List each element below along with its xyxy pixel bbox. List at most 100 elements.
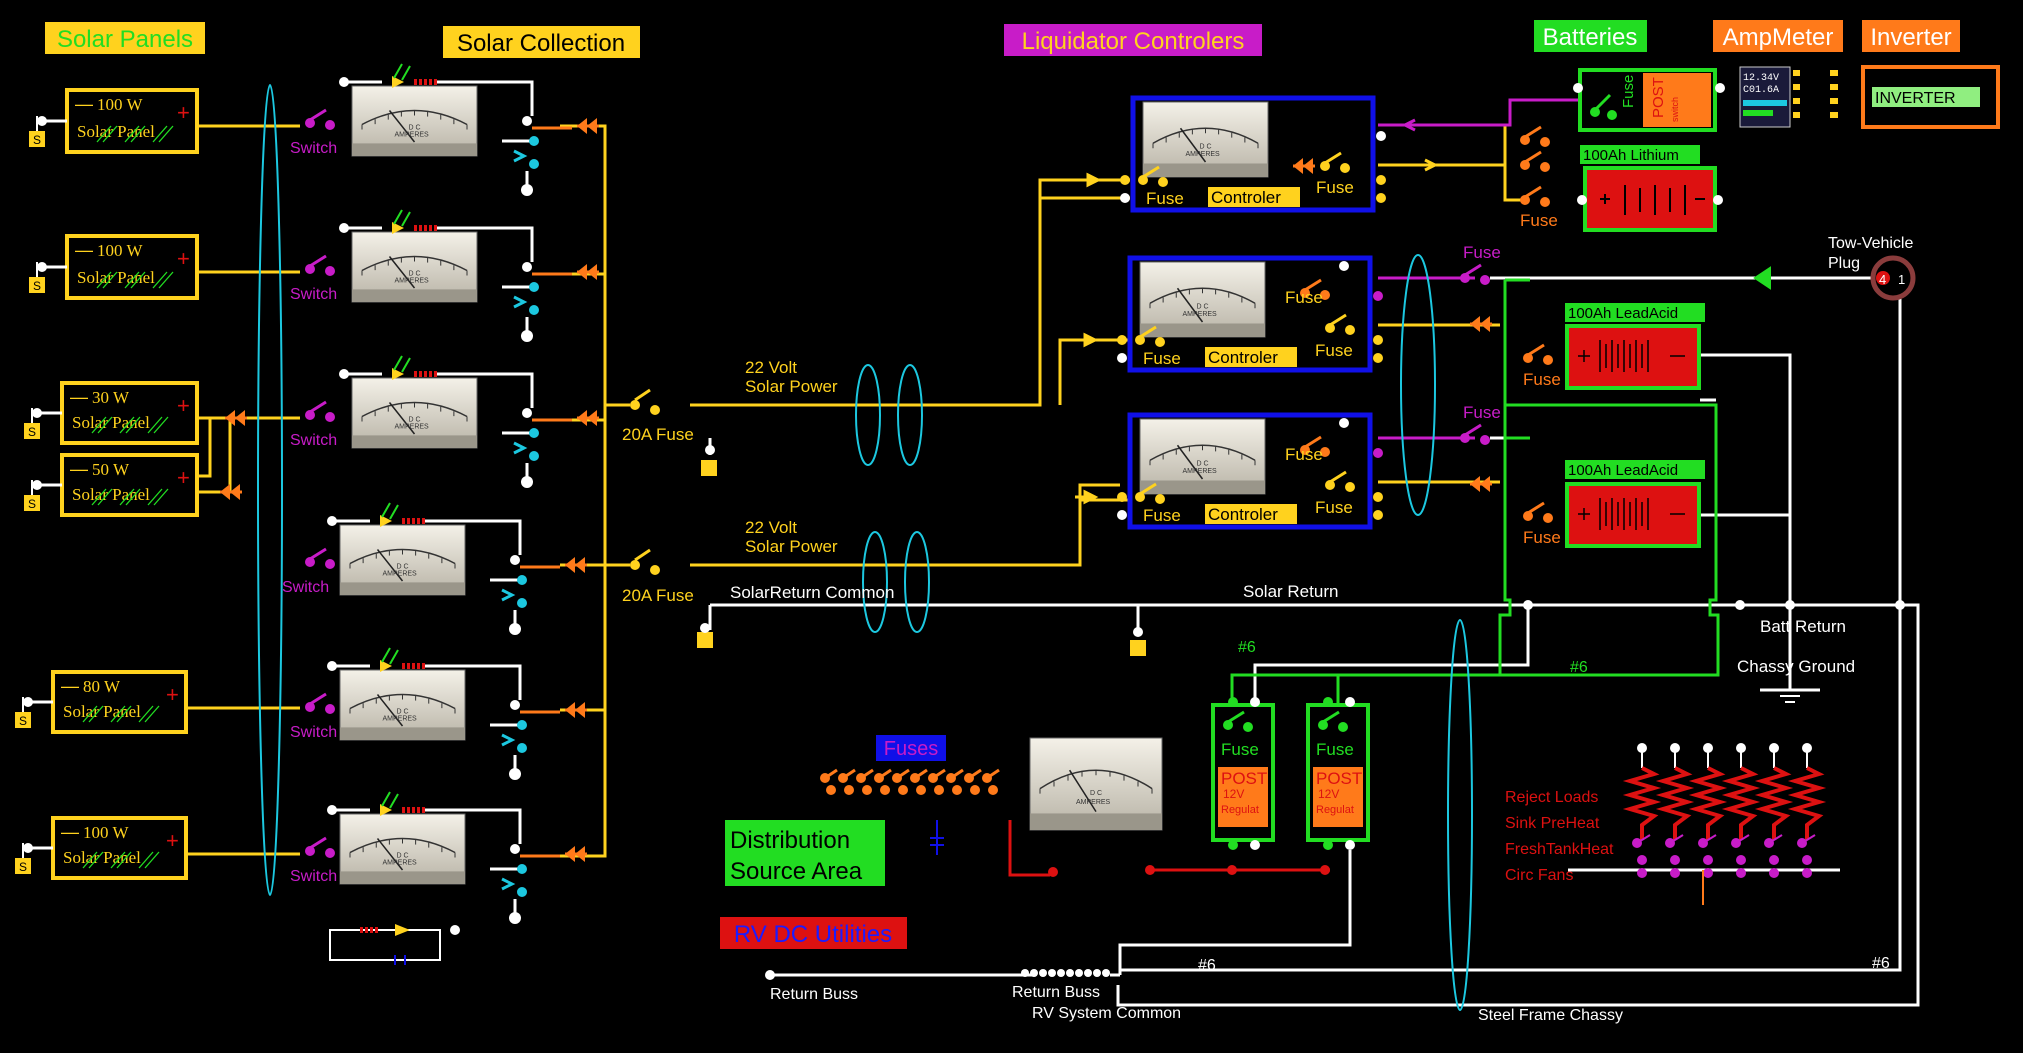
panel-ground-s: S xyxy=(33,133,41,147)
controller-fuse-in: Fuse xyxy=(1146,189,1184,208)
controller-label: Controler xyxy=(1208,348,1278,367)
meter-dc-text: D C xyxy=(1200,144,1212,151)
dist-node-1 xyxy=(1048,867,1058,877)
section-titles: Solar Panels Solar Collection Liquidator… xyxy=(45,20,1960,949)
panel-ground-s: S xyxy=(19,860,27,874)
controller-out-switch xyxy=(1325,470,1355,492)
meter-dc-text: D C xyxy=(409,416,421,423)
distribution-title-1: Distribution xyxy=(730,827,850,854)
lithium-fuse-2 xyxy=(1520,150,1550,172)
meter-amperes-text: AMPERES xyxy=(383,859,418,866)
load-resistor-6 xyxy=(1787,743,1827,878)
panel-plus: + xyxy=(166,828,179,853)
capacitor-symbol xyxy=(930,820,944,855)
panel-name: Solar Panel xyxy=(72,413,150,432)
controller-diode xyxy=(1293,158,1315,174)
regulator-fuse: Fuse xyxy=(1221,740,1259,759)
meter-amperes-text: AMPERES xyxy=(383,715,418,722)
meter-amperes-text: AMPERES xyxy=(395,277,430,284)
collection-bypass xyxy=(329,924,460,965)
lithium-label: 100Ah Lithium xyxy=(1583,147,1679,164)
distribution-fuse-1 xyxy=(820,768,838,795)
solar-return-label: Solar Return xyxy=(1243,582,1338,601)
panel-watts: 50 W xyxy=(92,460,130,479)
feed-switch xyxy=(1460,263,1490,285)
panel-minus: — xyxy=(75,94,93,114)
bus-dot-9 xyxy=(1093,969,1101,977)
lithium-fuse-3: Fuse xyxy=(1520,185,1558,230)
meter-dc-text: D C xyxy=(1090,790,1102,797)
battery-feed-ellipse xyxy=(1400,254,1436,516)
feed-switch xyxy=(1460,423,1490,445)
bottom-busses: Return Buss Return Buss RV System Common… xyxy=(765,969,1623,1024)
panel-ground-s: S xyxy=(33,279,41,293)
panel-name: Solar Panel xyxy=(63,848,141,867)
panel-fuse-30w xyxy=(225,410,247,426)
panel-name: Solar Panel xyxy=(63,702,141,721)
battery-fuse-label: Fuse xyxy=(1620,75,1637,108)
distribution-fuse-10 xyxy=(982,768,1000,795)
switch-label: Switch xyxy=(290,432,337,449)
regulator-volts: 12V xyxy=(1318,787,1339,801)
batteries-title: Batteries xyxy=(1543,24,1638,51)
controller-in-switch xyxy=(1138,165,1168,187)
leadacid-label-1: 100Ah LeadAcid xyxy=(1568,305,1678,322)
panel-watts: 100 W xyxy=(97,241,143,260)
rv-system-common: RV System Common xyxy=(1032,1005,1181,1022)
battery-post-label: POST xyxy=(1650,77,1667,118)
panel-fuse-50w xyxy=(220,484,242,500)
controller-label: Controler xyxy=(1208,505,1278,524)
regulator-fuse: Fuse xyxy=(1316,740,1354,759)
liquidator-controllers-title: Liquidator Controlers xyxy=(1022,28,1245,55)
load-freshtank: FreshTankHeat xyxy=(1505,841,1614,858)
panel-plus: + xyxy=(177,465,190,490)
panel-name: Solar Panel xyxy=(77,122,155,141)
switch-label: Switch xyxy=(290,868,337,885)
wire-gauge-4: #6 xyxy=(1872,955,1890,972)
inverter-label: INVERTER xyxy=(1875,90,1956,107)
batt-fuse-switch xyxy=(1520,185,1550,207)
leadacid-fuse-1: Fuse xyxy=(1523,343,1561,389)
bus-dot-6 xyxy=(1066,969,1074,977)
distribution-title-2: Source Area xyxy=(730,858,863,885)
distribution-fuse-5 xyxy=(892,768,910,795)
switch xyxy=(305,692,335,714)
bus-dot-5 xyxy=(1057,969,1065,977)
batt-fuse-switch xyxy=(1520,150,1550,172)
bus-dot-3 xyxy=(1039,969,1047,977)
batt-fuse-switch xyxy=(1520,125,1550,147)
panel-ground-s: S xyxy=(19,714,27,728)
solar-power-line2-a: Solar Power xyxy=(745,377,838,396)
collection-fuse xyxy=(577,410,599,426)
leadacid-label-2: 100Ah LeadAcid xyxy=(1568,462,1678,479)
panel-ground-s: S xyxy=(28,425,36,439)
dist-node-4 xyxy=(1320,865,1330,875)
controller-in-switch xyxy=(1135,482,1165,504)
bus-dot-2 xyxy=(1030,969,1038,977)
main-fuses: 20A Fuse 20A Fuse 22 Volt Solar Power 22… xyxy=(622,358,1146,656)
switch-label: Switch xyxy=(282,579,329,596)
distribution-fuse-4 xyxy=(874,768,892,795)
panel-plus: + xyxy=(177,393,190,418)
solar-power-line2-b: Solar Power xyxy=(745,537,838,556)
controller-fuse-top: Fuse xyxy=(1285,288,1323,307)
load-resistor-2 xyxy=(1655,743,1695,878)
switch-label: Switch xyxy=(290,286,337,303)
fuse-20a-label-1: 20A Fuse xyxy=(622,425,694,444)
controller-top-switch xyxy=(1300,435,1330,457)
